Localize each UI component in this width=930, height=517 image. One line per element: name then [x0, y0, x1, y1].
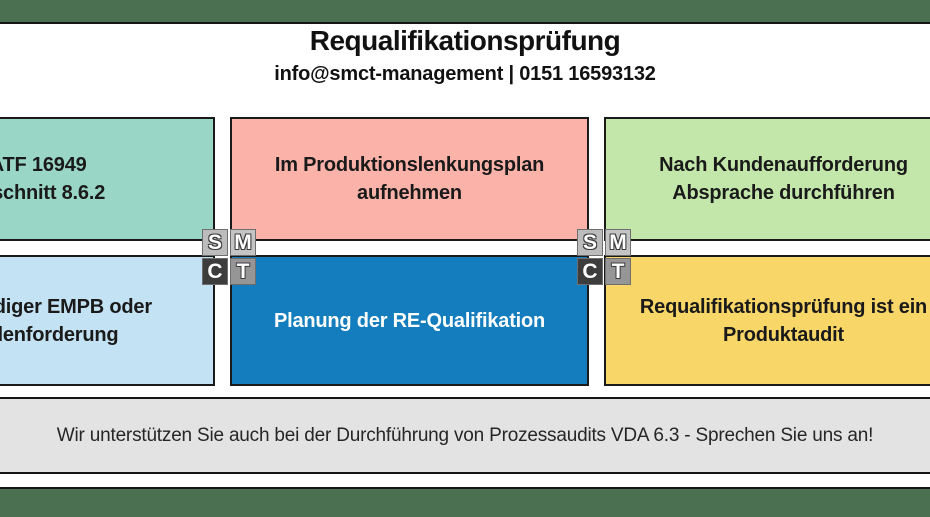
top-brand-band: [0, 0, 930, 24]
box-produktaudit-label: Requalifikationsprüfung ist ein Produkta…: [639, 295, 928, 346]
contact-line: info@smct-management | 0151 16593132: [274, 62, 656, 85]
footer-note: Wir unterstützen Sie auch bei der Durchf…: [56, 424, 874, 446]
box-grid: IATF 16949 Abschnitt 8.6.2 Im Produktion…: [0, 117, 930, 386]
logo-tile-c: C: [202, 258, 228, 285]
header: Requalifikationsprüfung info@smct-manage…: [0, 25, 930, 86]
box-kundenaufforderung: Nach Kundenaufforderung Absprache durchf…: [604, 117, 930, 241]
box-planung: Planung der RE-Qualifikation: [230, 255, 589, 386]
logo-tile-m: M: [605, 229, 631, 256]
page-title: Requalifikationsprüfung: [309, 25, 621, 56]
box-empb-label: Vollständiger EMPB oder Kundenforderung: [0, 295, 152, 346]
logo-tile-t: T: [230, 258, 256, 285]
logo-tile-t: T: [605, 258, 631, 285]
logo-tile-c: C: [577, 258, 603, 285]
box-iatf: IATF 16949 Abschnitt 8.6.2: [0, 117, 215, 241]
box-iatf-label: IATF 16949 Abschnitt 8.6.2: [0, 154, 106, 204]
logo-tile-s: S: [202, 229, 228, 256]
box-produktionslenkungsplan: Im Produktionslenkungsplan aufnehmen: [230, 117, 589, 241]
box-empb: Vollständiger EMPB oder Kundenforderung: [0, 255, 215, 386]
box-produktaudit: Requalifikationsprüfung ist ein Produkta…: [604, 255, 930, 386]
box-kundenaufforderung-label: Nach Kundenaufforderung Absprache durchf…: [659, 154, 908, 204]
footer-note-bar: Wir unterstützen Sie auch bei der Durchf…: [0, 397, 930, 474]
logo-tile-s: S: [577, 229, 603, 256]
logo-tile-m: M: [230, 229, 256, 256]
bottom-brand-band: [0, 487, 930, 517]
box-planung-label: Planung der RE-Qualifikation: [273, 309, 546, 332]
smct-logo-icon: S M C T: [577, 229, 633, 287]
box-produktionslenkungsplan-label: Im Produktionslenkungsplan aufnehmen: [274, 154, 545, 204]
smct-logo-icon: S M C T: [202, 229, 258, 287]
